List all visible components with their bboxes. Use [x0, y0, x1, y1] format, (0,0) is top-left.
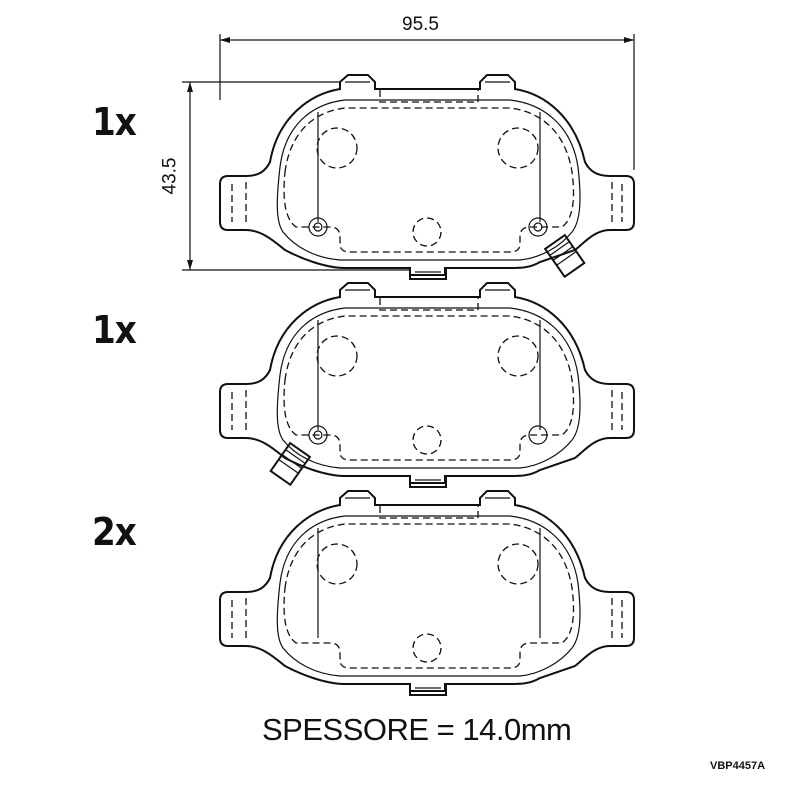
pad-2-quantity: 1x [92, 308, 137, 352]
pad-3-quantity: 2x [92, 510, 137, 554]
brake-pad-3 [219, 490, 635, 696]
wear-indicator-clip [269, 441, 312, 487]
thickness-label: SPESSORE = 14.0mm [262, 712, 572, 747]
width-dimension-label: 95.5 [402, 14, 439, 35]
height-dimension-label: 43.5 [159, 157, 181, 195]
height-dimension [182, 81, 410, 271]
pad-1-quantity: 1x [92, 100, 137, 144]
wear-indicator-clip [543, 233, 586, 279]
width-dimension [219, 34, 635, 170]
brake-pad-2 [219, 282, 635, 488]
brake-pad-1 [219, 74, 635, 280]
part-code: VBP4457A [710, 760, 766, 772]
